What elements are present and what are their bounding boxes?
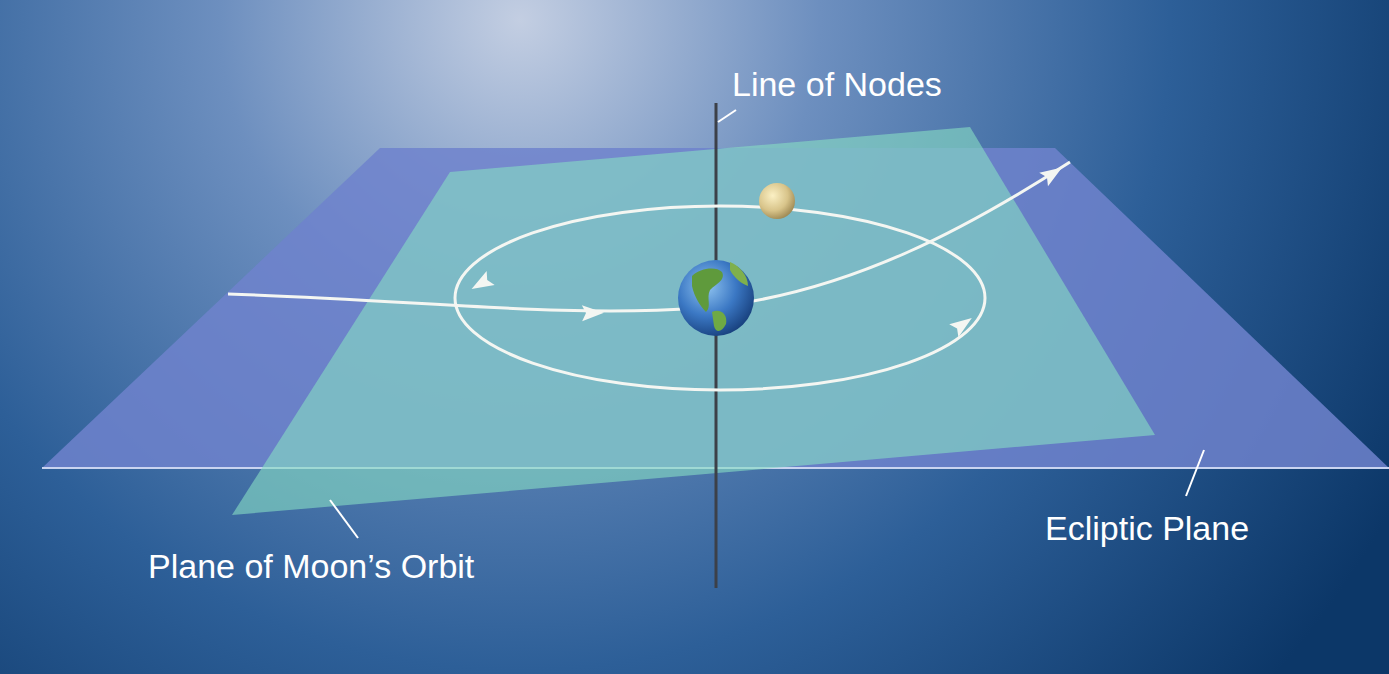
line-of-nodes xyxy=(715,103,718,588)
plane-label: Ecliptic Plane xyxy=(1045,508,1249,548)
leader-line xyxy=(718,110,736,122)
moon-orbit-plane xyxy=(232,127,1155,515)
leader-line xyxy=(330,500,358,538)
arrowhead xyxy=(468,271,495,296)
arrowhead xyxy=(1039,161,1066,186)
moon-orbit xyxy=(455,206,985,390)
leader-line xyxy=(1186,450,1204,496)
sun-path xyxy=(228,162,1070,311)
arrowhead xyxy=(582,305,604,321)
earth xyxy=(678,260,754,336)
plane-label: Line of Nodes xyxy=(732,64,942,104)
moon xyxy=(759,183,795,219)
arrowhead xyxy=(949,312,976,338)
plane-label: Plane of Moon’s Orbit xyxy=(148,546,474,586)
